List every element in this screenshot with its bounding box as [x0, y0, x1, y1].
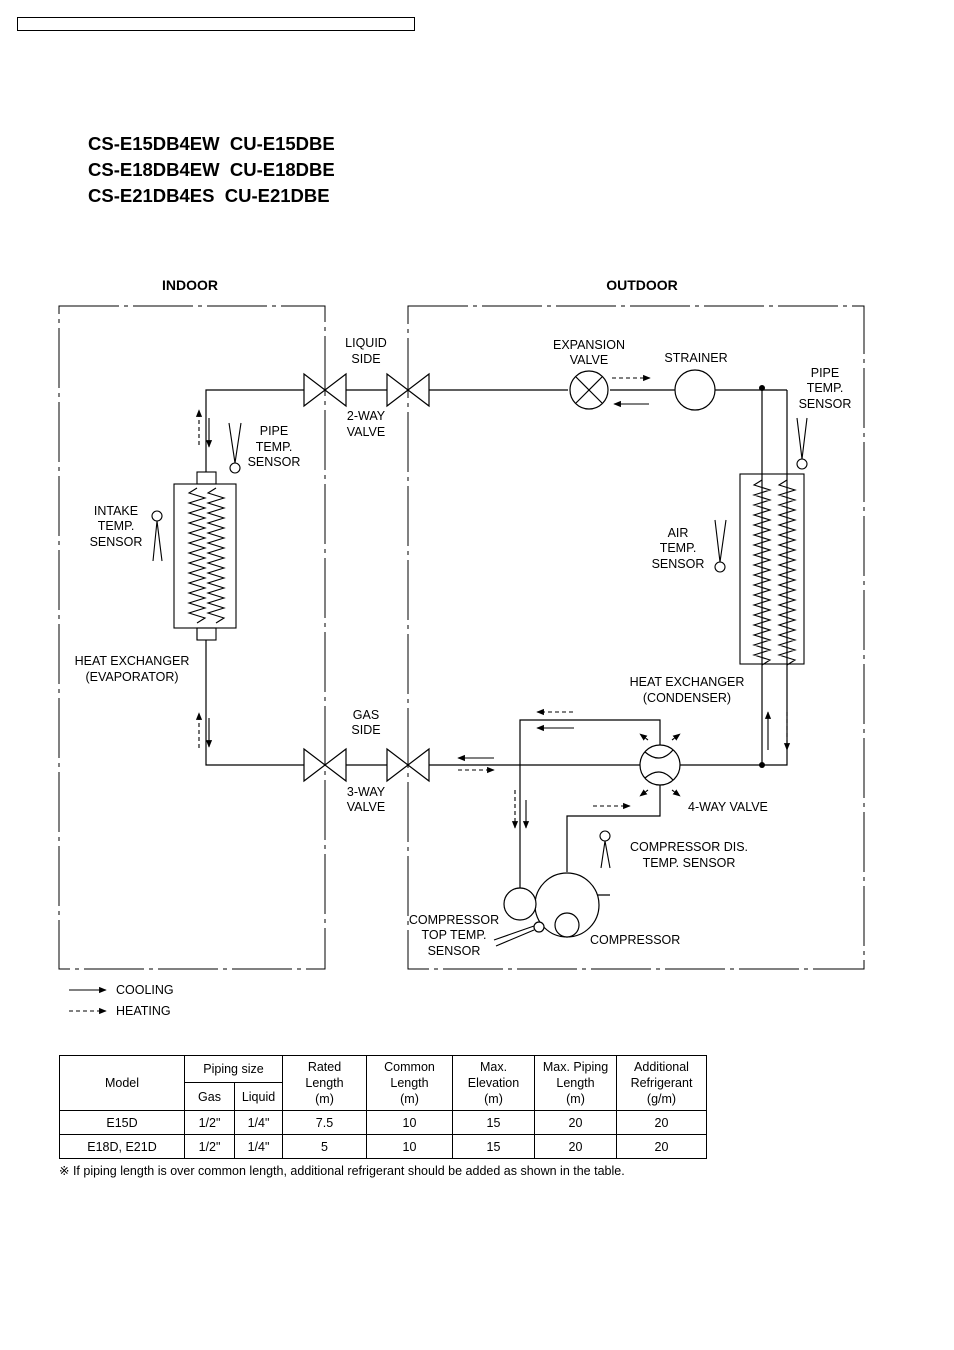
piping [205, 389, 788, 896]
expansion-valve-label: VALVE [570, 353, 608, 367]
air-sensor-label: AIR [668, 526, 689, 540]
table-cell: 20 [534, 1110, 617, 1135]
evaporator-label: HEAT EXCHANGER [75, 654, 190, 668]
outdoor-pipe-sensor-label: TEMP. [807, 381, 844, 395]
table-cell: 1/2" [184, 1134, 235, 1159]
compressor-dis-sensor-label: COMPRESSOR DIS. [630, 840, 748, 854]
air-sensor-label: TEMP. [660, 541, 697, 555]
indoor-pipe-sensor-label: SENSOR [248, 455, 301, 469]
sensor-symbols [151, 417, 808, 947]
gas-side-label: SIDE [351, 723, 380, 737]
four-way-valve-label: 4-WAY VALVE [688, 800, 768, 814]
table-cell: E15D [59, 1110, 185, 1135]
table-cell: 10 [366, 1110, 453, 1135]
indoor-pipe-sensor-label: PIPE [260, 424, 289, 438]
table-cell: 15 [452, 1134, 535, 1159]
three-way-valve-label: 3-WAY [347, 785, 386, 799]
table-row: E18D, E21D 1/2" 1/4" 5 10 15 20 20 [59, 1134, 707, 1159]
liquid-side-label: SIDE [351, 352, 380, 366]
table-cell: 20 [616, 1134, 707, 1159]
three-way-valve-label: VALVE [347, 800, 385, 814]
legend: COOLING HEATING [69, 983, 174, 1018]
diagram-labels: LIQUID SIDE 2-WAY VALVE GAS SIDE 3-WAY V… [75, 336, 852, 958]
outdoor-unit-box [407, 305, 865, 970]
strainer-label: STRAINER [664, 351, 727, 365]
header-box [17, 17, 415, 31]
compressor-top-sensor-label: SENSOR [428, 944, 481, 958]
outdoor-pipe-sensor-label: PIPE [811, 366, 840, 380]
gas-header: Gas [184, 1082, 235, 1111]
two-way-valve-label: 2-WAY [347, 409, 386, 423]
table-cell: 20 [616, 1110, 707, 1135]
max-elevation-header: Max.Elevation(m) [452, 1055, 535, 1111]
liquid-header: Liquid [234, 1082, 283, 1111]
condenser-label: HEAT EXCHANGER [630, 675, 745, 689]
table-cell: 1/4" [234, 1134, 283, 1159]
indoor-heading: INDOOR [162, 277, 218, 293]
model-line: CS-E18DB4EW CU-E18DBE [88, 159, 335, 180]
gas-side-label: GAS [353, 708, 379, 722]
model-line: CS-E21DB4ES CU-E21DBE [88, 185, 330, 206]
table-cell: 1/4" [234, 1110, 283, 1135]
compressor-top-sensor-label: TOP TEMP. [421, 928, 486, 942]
legend-cooling-label: COOLING [116, 983, 174, 997]
three-way-valve-symbol [303, 747, 430, 783]
compressor-top-sensor-label: COMPRESSOR [409, 913, 499, 927]
compressor-label: COMPRESSOR [590, 933, 680, 947]
legend-heating-label: HEATING [116, 1004, 171, 1018]
compressor-symbol [503, 872, 600, 938]
outdoor-heading: OUTDOOR [606, 277, 678, 293]
outdoor-heat-exchanger [739, 473, 805, 666]
indoor-heat-exchanger [173, 471, 237, 641]
intake-sensor-label: TEMP. [98, 519, 135, 533]
expansion-valve-label: EXPANSION [553, 338, 625, 352]
expansion-valve-symbol [569, 370, 609, 410]
piping-size-header: Piping size [184, 1055, 283, 1083]
table-cell: 10 [366, 1134, 453, 1159]
compressor-dis-sensor-label: TEMP. SENSOR [643, 856, 736, 870]
indoor-unit-box [58, 305, 326, 970]
table-cell: E18D, E21D [59, 1134, 185, 1159]
indoor-pipe-sensor-label: TEMP. [256, 440, 293, 454]
table-cell: 5 [282, 1134, 367, 1159]
intake-sensor-label: SENSOR [90, 535, 143, 549]
two-way-valve-symbol [303, 372, 430, 408]
liquid-side-label: LIQUID [345, 336, 387, 350]
table-cell: 15 [452, 1110, 535, 1135]
four-way-valve-symbol [639, 744, 681, 786]
table-cell: 7.5 [282, 1110, 367, 1135]
air-sensor-label: SENSOR [652, 557, 705, 571]
unit-boundaries [58, 305, 865, 970]
table-footnote: ※ If piping length is over common length… [59, 1164, 625, 1178]
outdoor-pipe-sensor-label: SENSOR [799, 397, 852, 411]
table-row: E15D 1/2" 1/4" 7.5 10 15 20 20 [59, 1110, 707, 1135]
table-cell: 1/2" [184, 1110, 235, 1135]
model-list: CS-E15DB4EW CU-E15DBE CS-E18DB4EW CU-E18… [88, 131, 335, 209]
table-cell: 20 [534, 1134, 617, 1159]
four-way-valve-arrows [639, 733, 681, 797]
evaporator-label: (EVAPORATOR) [85, 670, 178, 684]
condenser-label: (CONDENSER) [643, 691, 731, 705]
model-header: Model [59, 1055, 185, 1111]
two-way-valve-label: VALVE [347, 425, 385, 439]
model-line: CS-E15DB4EW CU-E15DBE [88, 133, 335, 154]
refrigerant-cycle-diagram: INDOOR OUTDOOR [58, 277, 865, 1018]
strainer-symbol [674, 369, 716, 411]
intake-sensor-label: INTAKE [94, 504, 138, 518]
flow-arrows [195, 374, 791, 829]
